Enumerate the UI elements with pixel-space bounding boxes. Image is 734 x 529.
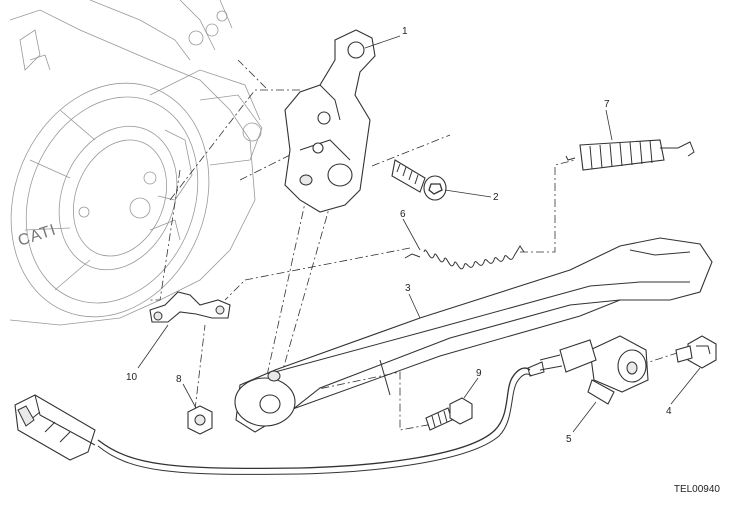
callout-5: 5 (566, 434, 572, 445)
part-5-sensor (527, 335, 649, 405)
engine-casing (9, 0, 263, 326)
part-2-bolt (391, 159, 447, 201)
callout-3: 3 (405, 283, 411, 294)
part-1-bracket (284, 29, 376, 213)
callout-7: 7 (604, 99, 610, 110)
part-4-bolt (675, 335, 717, 369)
part-8-nut (187, 405, 213, 435)
engine-cover-lettering: CATI (16, 222, 59, 250)
callout-10: 10 (126, 372, 138, 383)
callout-1: 1 (402, 26, 408, 37)
callout-9: 9 (476, 368, 482, 379)
part-3-side-stand (234, 237, 713, 433)
drawing-code: TEL00940 (674, 484, 721, 495)
part-10-cable-clip (149, 291, 231, 323)
callout-6: 6 (400, 209, 406, 220)
callout-4: 4 (666, 406, 672, 417)
clutch-cover (10, 82, 210, 318)
electrical-connector (14, 394, 96, 461)
wiring-harness (97, 367, 533, 475)
callout-8: 8 (176, 374, 182, 385)
part-7-spring (565, 139, 695, 171)
part-6-spring (404, 245, 525, 270)
callout-leaders (137, 35, 701, 433)
part-9-screw (425, 397, 473, 431)
callout-labels: 1 2 3 4 5 6 7 8 9 10 (126, 26, 672, 445)
callout-2: 2 (493, 192, 499, 203)
